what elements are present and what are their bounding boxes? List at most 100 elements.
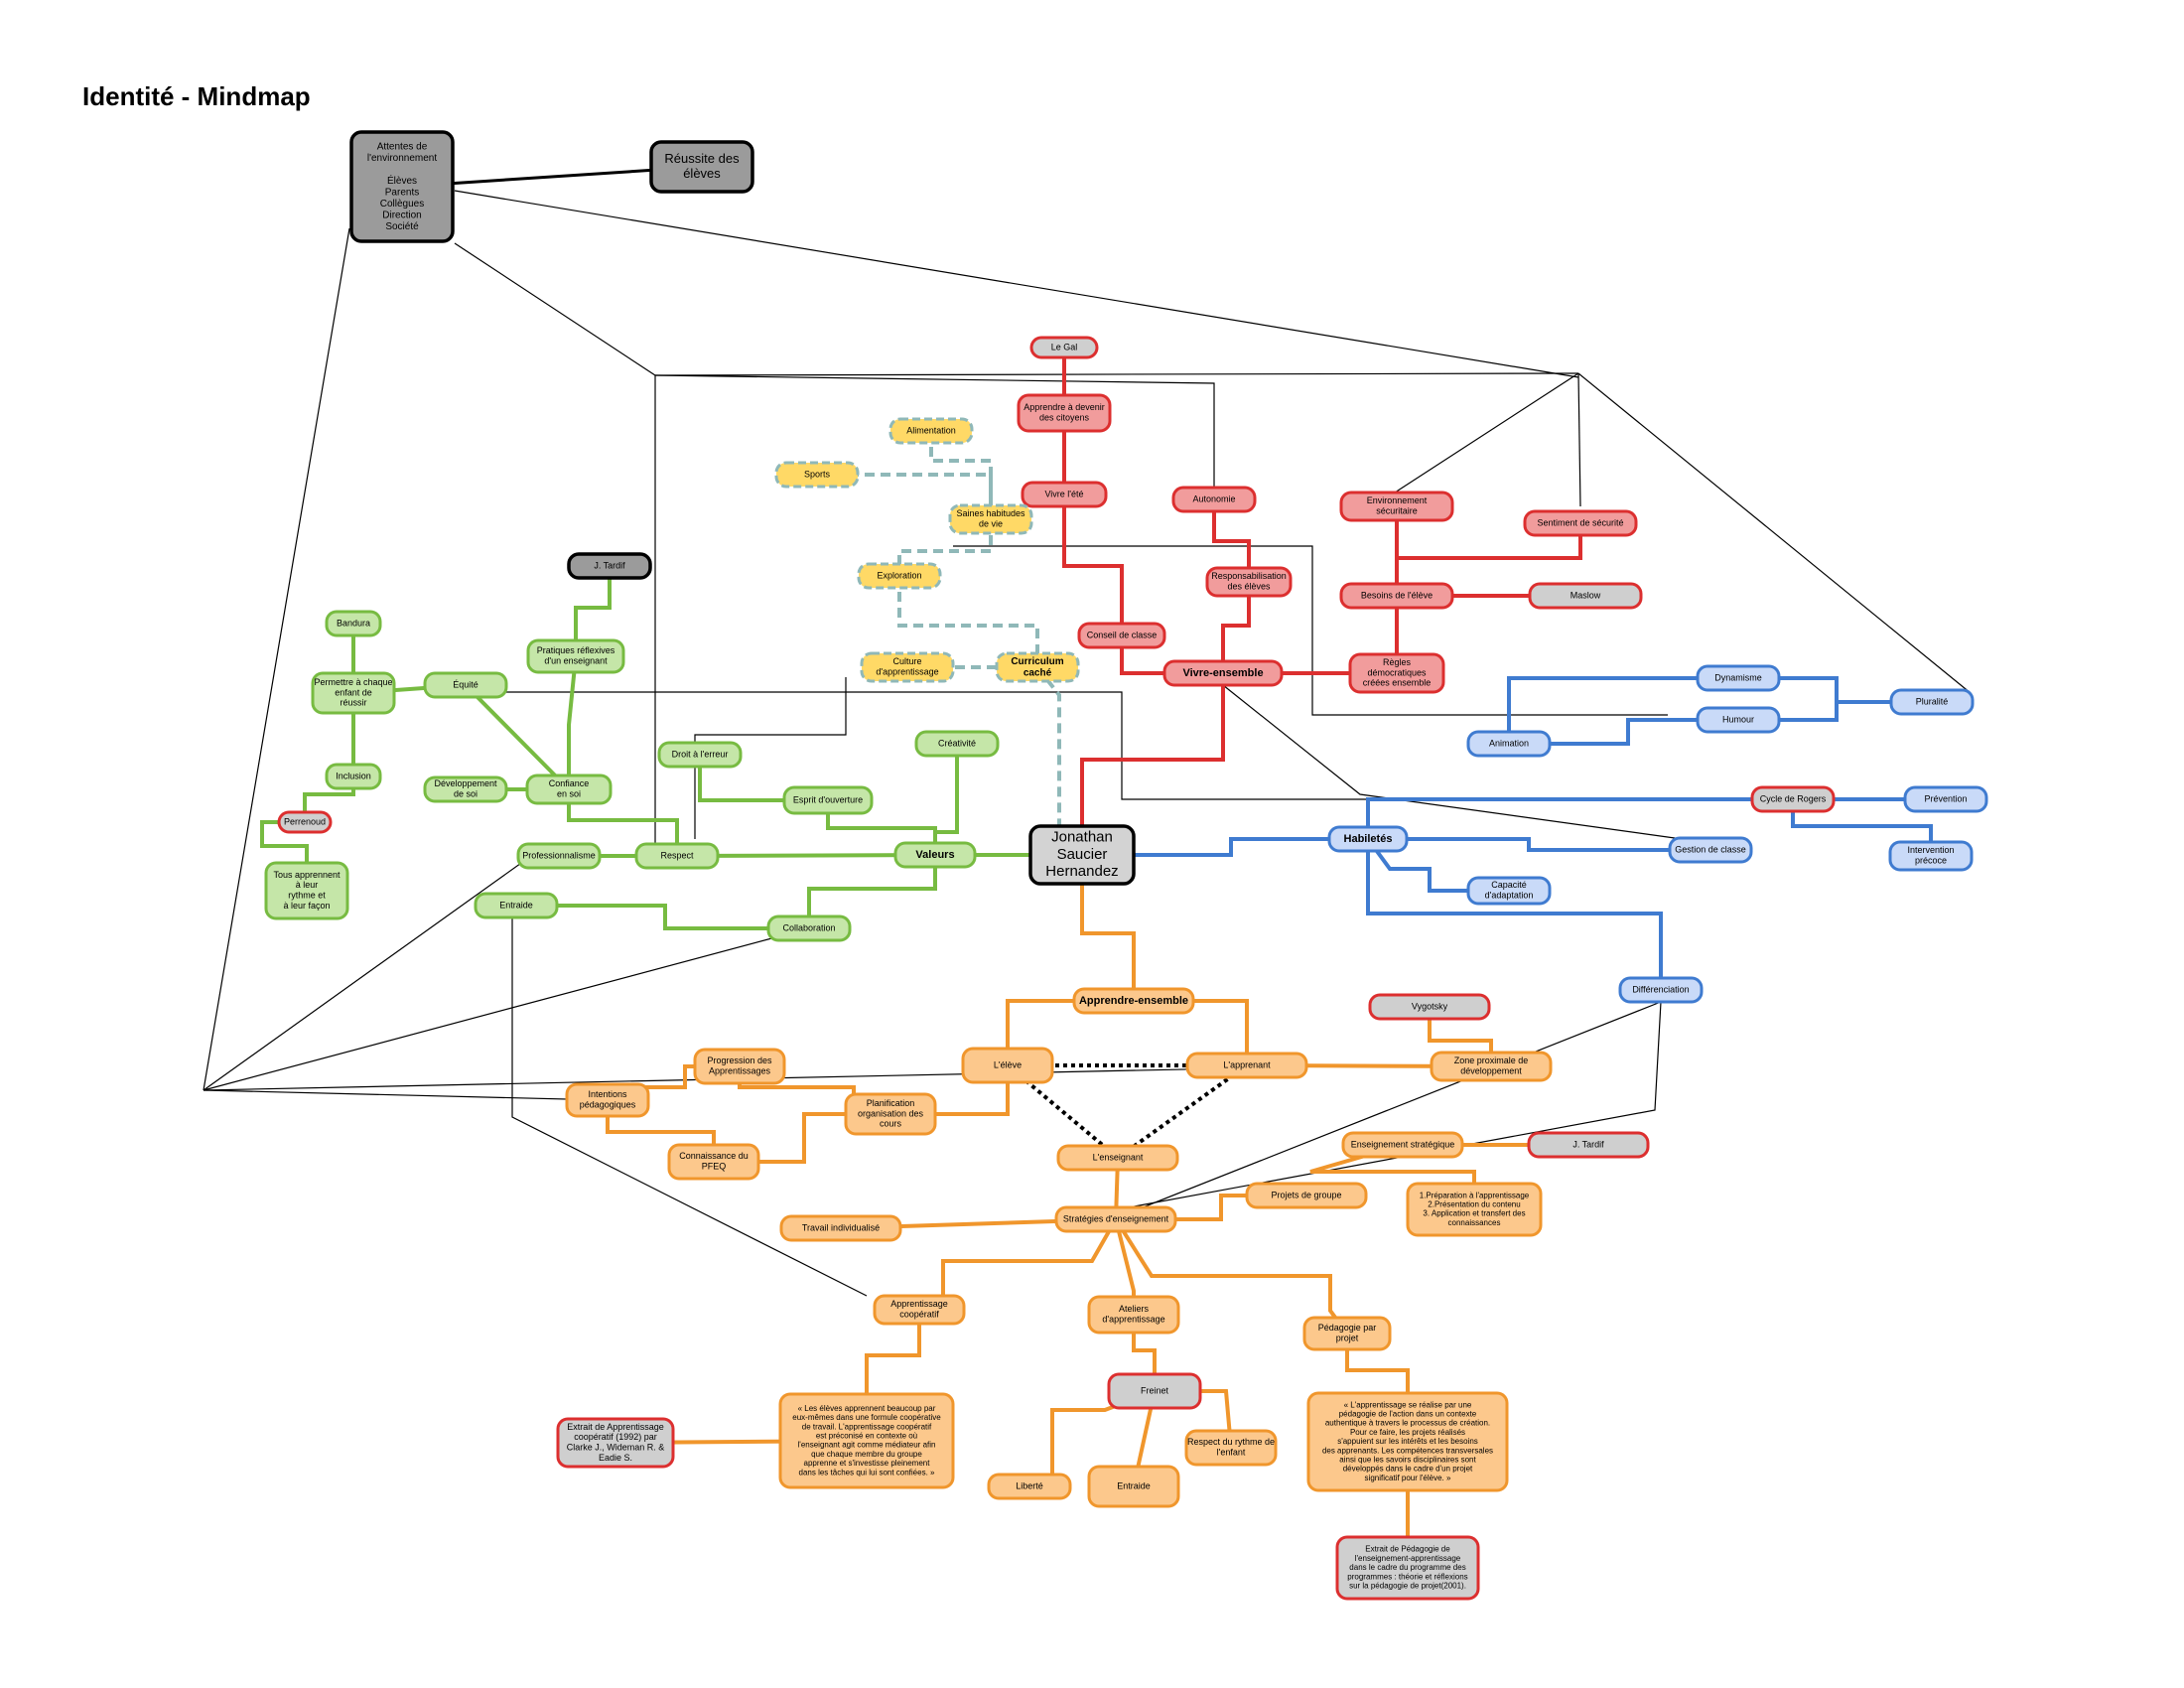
node-label: Intervention	[1907, 845, 1954, 855]
node-o-tardif2[interactable]: J. Tardif	[1527, 1131, 1650, 1159]
node-label: Équité	[453, 679, 478, 689]
node-habiletes[interactable]: Habiletés	[1327, 825, 1409, 853]
node-o-lenseignant[interactable]: L'élève	[961, 1047, 1054, 1084]
node-g-collaboration[interactable]: Collaboration	[766, 914, 852, 942]
node-g-equite[interactable]: Équité	[423, 671, 508, 699]
node-g-creativite[interactable]: Créativité	[914, 730, 1000, 758]
node-g-tardif[interactable]: J. Tardif	[567, 552, 652, 580]
node-label: Tous apprennent	[273, 870, 341, 880]
node-r-maslow[interactable]: Maslow	[1528, 582, 1643, 610]
node-o-lenseignant2[interactable]: L'enseignant	[1056, 1144, 1179, 1172]
node-y-sports[interactable]: Sports	[774, 461, 860, 489]
node-label: Collègues	[380, 199, 424, 210]
node-o-extrait2[interactable]: Extrait de Pédagogie del'enseignement-ap…	[1335, 1535, 1480, 1601]
node-r-vivre-ete[interactable]: Vivre l'été	[1021, 481, 1108, 508]
node-o-entraide2[interactable]: Entraide	[1087, 1465, 1180, 1508]
node-label: pédagogie de l'action dans un contexte	[1339, 1410, 1477, 1419]
node-g-bandura[interactable]: Bandura	[325, 610, 382, 637]
node-box	[693, 1048, 786, 1085]
node-label: des apprenants. Les compétences transver…	[1322, 1446, 1493, 1455]
node-apprendre[interactable]: Apprendre-ensemble	[1072, 987, 1195, 1015]
node-b-animation[interactable]: Animation	[1466, 730, 1552, 758]
node-r-besoins[interactable]: Besoins de l'élève	[1339, 582, 1454, 610]
node-b-humour[interactable]: Humour	[1696, 706, 1781, 734]
node-r-conseil[interactable]: Conseil de classe	[1077, 622, 1166, 649]
node-valeurs[interactable]: Valeurs	[893, 841, 977, 869]
node-box	[914, 730, 1000, 758]
node-attentes[interactable]: Attentes del'environnementÉlèvesParentsC…	[349, 130, 455, 243]
node-g-droit[interactable]: Droit à l'erreur	[657, 741, 743, 769]
node-r-legal[interactable]: Le Gal	[1029, 336, 1099, 359]
node-o-liberte[interactable]: Liberté	[987, 1473, 1072, 1500]
connector-r-responsab-vivre	[1221, 582, 1251, 673]
node-label: Sentiment de sécurité	[1537, 517, 1623, 527]
node-box	[657, 741, 743, 769]
connector-y-exploration-curriculum	[897, 576, 1039, 667]
context-line	[654, 374, 1215, 487]
node-o-respect-rythme[interactable]: Respect du rythme del'enfant	[1184, 1429, 1278, 1467]
node-b-pluralite[interactable]: Pluralité	[1889, 688, 1975, 716]
node-o-travail[interactable]: Travail individualisé	[779, 1214, 902, 1242]
node-g-respect[interactable]: Respect	[634, 842, 720, 870]
node-box	[782, 785, 874, 815]
context-line	[694, 677, 847, 839]
node-o-projet-text[interactable]: « L'apprentissage se réalise par unepéda…	[1306, 1391, 1509, 1492]
node-b-differenciation[interactable]: Différenciation	[1618, 976, 1704, 1004]
node-box	[525, 774, 613, 805]
node-g-professionnalisme[interactable]: Professionnalisme	[516, 842, 602, 870]
connector-r-sentiment-r-besoins	[1395, 523, 1582, 596]
node-y-exploration[interactable]: Exploration	[857, 562, 942, 590]
node-b-gestion[interactable]: Gestion de classe	[1668, 836, 1753, 864]
node-o-strategies[interactable]: Stratégies d'enseignement	[1054, 1205, 1177, 1233]
node-o-vygotsky[interactable]: Vygotsky	[1368, 993, 1491, 1021]
node-b-cycle[interactable]: Cycle de Rogers	[1750, 785, 1836, 813]
connector-o-lapprenant-o-lenseignant2	[1116, 1063, 1249, 1160]
node-box	[1327, 825, 1409, 853]
node-vivre[interactable]: Vivre-ensemble	[1162, 659, 1284, 687]
node-o-lapprenant[interactable]: L'apprenant	[1185, 1052, 1308, 1079]
node-g-entraide[interactable]: Entraide	[474, 892, 559, 919]
node-o-coop-text[interactable]: « Les élèves apprennent beaucoup pareux-…	[778, 1392, 955, 1489]
node-label: Pluralité	[1916, 696, 1949, 706]
node-b-prevention[interactable]: Prévention	[1903, 785, 1988, 813]
node-r-autonomie[interactable]: Autonomie	[1171, 486, 1257, 513]
node-o-freinet[interactable]: Freinet	[1107, 1372, 1202, 1410]
node-g-esprit[interactable]: Esprit d'ouverture	[782, 785, 874, 815]
node-g-inclusion[interactable]: Inclusion	[325, 763, 382, 790]
node-label: Exploration	[877, 570, 921, 580]
connector-g-creativite-valeurs	[933, 744, 959, 855]
node-b-dynamisme[interactable]: Dynamisme	[1696, 664, 1781, 692]
node-o-projets[interactable]: Projets de groupe	[1245, 1182, 1368, 1209]
node-o-enseignement-strat[interactable]: Enseignement stratégique	[1341, 1131, 1464, 1159]
node-o-phases[interactable]: 1.Préparation à l'apprentissage2.Présent…	[1406, 1182, 1543, 1237]
node-g-perrenoud[interactable]: Perrenoud	[277, 810, 333, 834]
node-label: l'environnement	[367, 153, 438, 164]
node-y-alimentation[interactable]: Alimentation	[888, 417, 974, 445]
node-r-sentiment[interactable]: Sentiment de sécurité	[1523, 509, 1638, 537]
